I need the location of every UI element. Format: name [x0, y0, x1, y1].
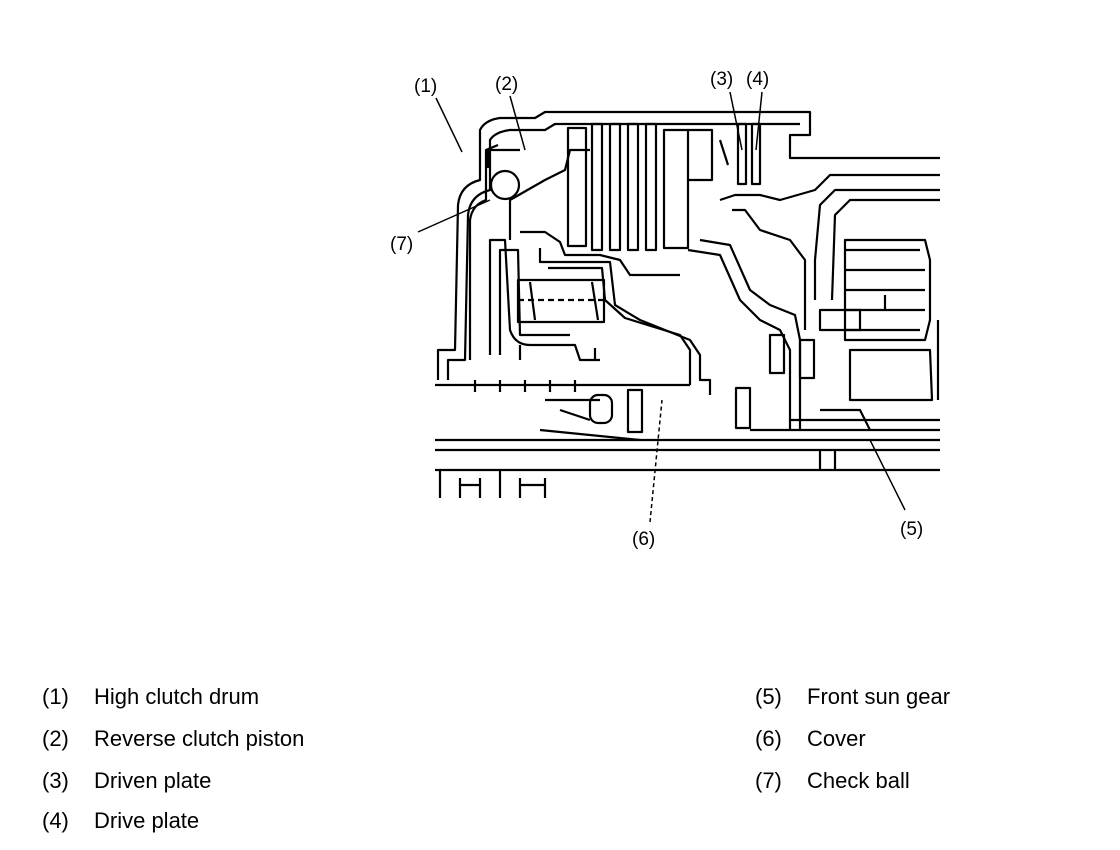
callout-6: (6) — [632, 529, 655, 550]
legend-number: (3) — [42, 768, 69, 793]
legend-label: Reverse clutch piston — [94, 726, 305, 751]
transmission-cross-section-diagram: (1) (2) (3) (4) (5) (6) (7) — [390, 69, 940, 550]
callout-5: (5) — [900, 519, 923, 540]
callout-7: (7) — [390, 234, 413, 255]
legend-label: Driven plate — [94, 768, 212, 793]
high-clutch-drum-outline — [436, 110, 940, 380]
legend-label: Front sun gear — [807, 684, 951, 709]
callout-3: (3) — [710, 69, 733, 90]
legend-number: (1) — [42, 684, 69, 709]
legend-number: (6) — [755, 726, 782, 751]
legend-number: (7) — [755, 768, 782, 793]
legend-number: (2) — [42, 726, 69, 751]
legend-item: (6) Cover — [755, 726, 866, 752]
legend-number: (4) — [42, 808, 69, 833]
legend-label: High clutch drum — [94, 684, 260, 709]
legend-item: (4) Drive plate — [42, 808, 199, 834]
legend-number: (5) — [755, 684, 782, 709]
legend-item: (3) Driven plate — [42, 768, 211, 794]
legend-label: Drive plate — [94, 808, 200, 833]
legend-item: (7) Check ball — [755, 768, 910, 794]
callout-1: (1) — [414, 76, 437, 97]
legend-label: Check ball — [807, 768, 910, 793]
callout-4: (4) — [746, 69, 769, 90]
legend-label: Cover — [807, 726, 866, 751]
callout-2: (2) — [495, 74, 518, 95]
legend-item: (1) High clutch drum — [42, 684, 259, 710]
legend-item: (5) Front sun gear — [755, 684, 950, 710]
legend-item: (2) Reverse clutch piston — [42, 726, 304, 752]
